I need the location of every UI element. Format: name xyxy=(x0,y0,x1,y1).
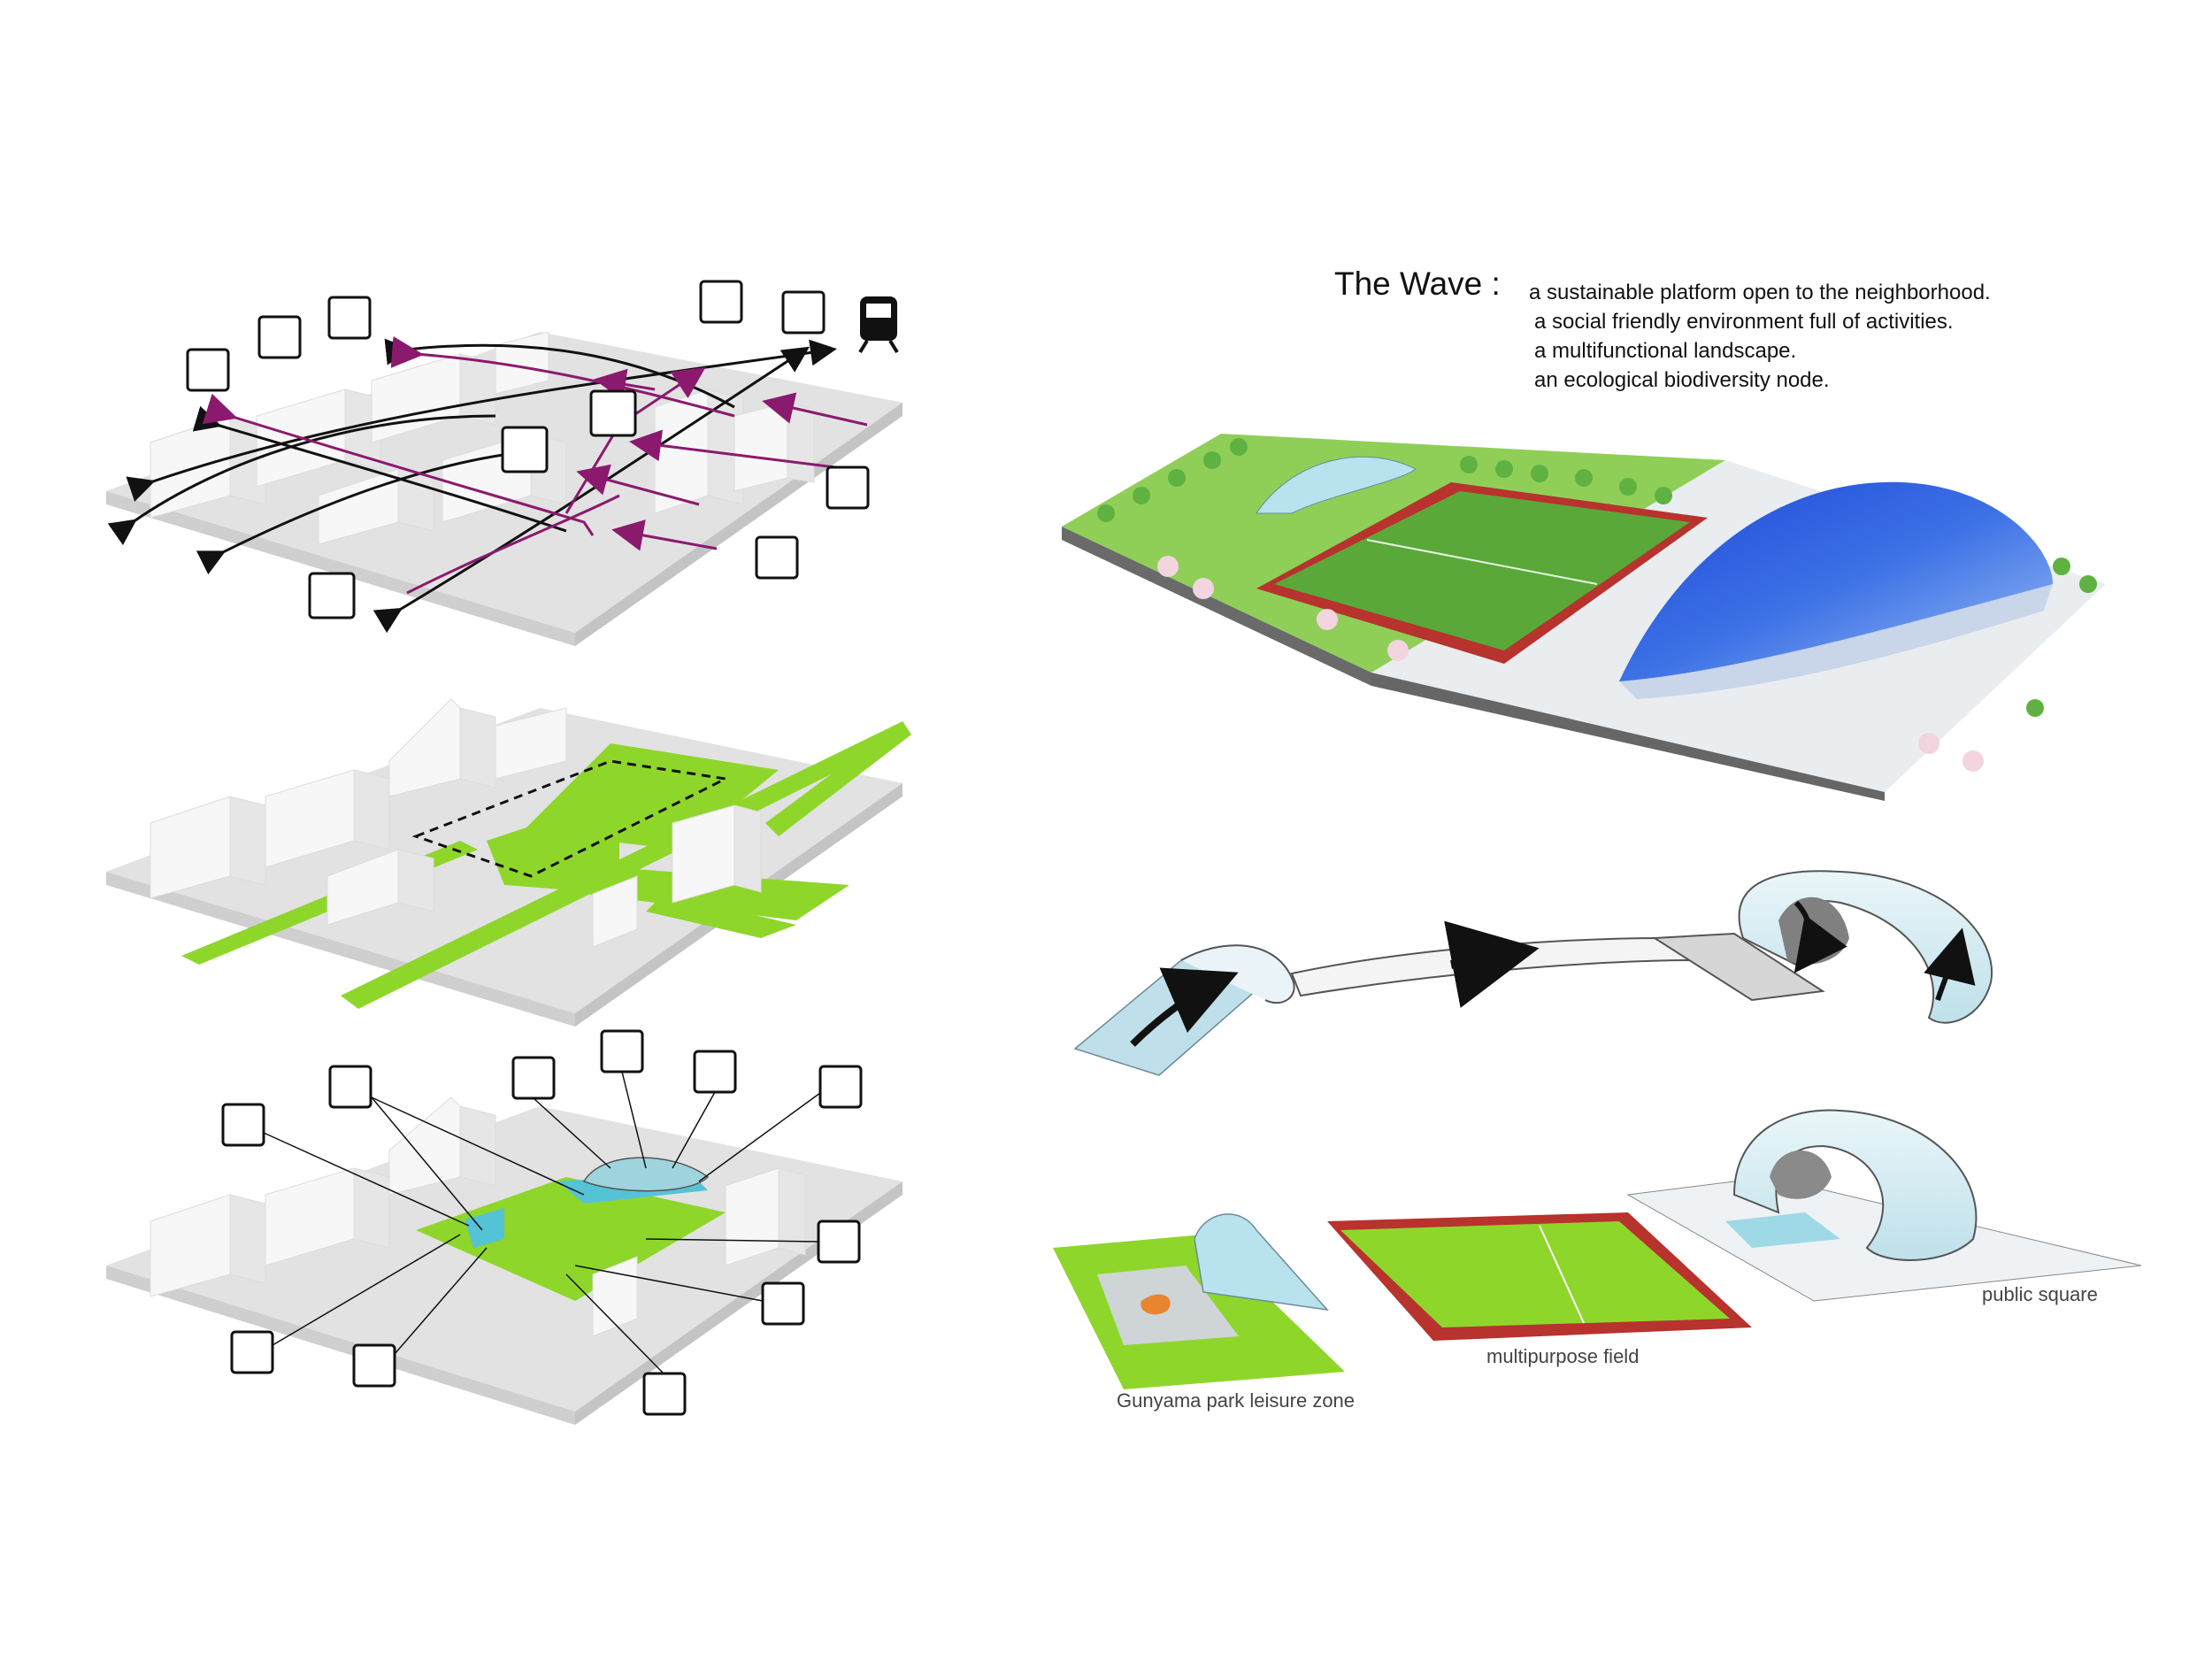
green-network-diagram xyxy=(106,698,911,1027)
label-public-square: public square xyxy=(1982,1283,2098,1305)
wave-roof-mini xyxy=(582,1157,710,1192)
station-sign-icon xyxy=(781,290,826,335)
olympic-rings-icon xyxy=(818,1065,863,1109)
pedestrians-icon xyxy=(308,572,356,619)
trees-icon xyxy=(761,1281,805,1326)
train-icon xyxy=(858,296,899,354)
program-leader-lines xyxy=(263,1071,821,1374)
cafe-icon xyxy=(600,1029,644,1073)
fitness-icon xyxy=(352,1343,396,1388)
climbing-icon xyxy=(642,1372,687,1416)
trees-row xyxy=(1097,438,2097,717)
cafe-icon xyxy=(221,1103,265,1147)
city-blocks-2 xyxy=(150,698,762,948)
cherry-trees xyxy=(1157,556,1984,772)
green-park-field xyxy=(416,1177,726,1301)
swimming-icon xyxy=(693,1050,737,1094)
soccer-pitch xyxy=(1274,491,1690,650)
wifi-icon xyxy=(511,1056,556,1100)
office-building-icon xyxy=(755,535,799,580)
label-leisure-zone: Gunyama park leisure zone xyxy=(1117,1389,1356,1412)
soccer-icon xyxy=(817,1220,861,1264)
movement-icons xyxy=(186,280,870,619)
title-line: a sustainable platform open to the neigh… xyxy=(1529,281,1991,304)
title-line: an ecological biodiversity node. xyxy=(1534,368,1830,392)
city-blocks-3 xyxy=(150,1096,806,1337)
title-line: a multifunctional landscape. xyxy=(1534,339,1797,363)
wave-shell-blue xyxy=(1619,481,2053,681)
office-building-icon xyxy=(186,348,230,392)
multipurpose-pitch xyxy=(1340,1221,1730,1327)
wave-shell-mini xyxy=(1732,1109,1978,1261)
loop-shell xyxy=(1738,870,1993,1024)
shopping-cart-icon xyxy=(327,296,372,340)
trees-icon xyxy=(501,426,549,473)
program-diagram xyxy=(106,1096,902,1425)
title-line: a social friendly environment full of ac… xyxy=(1534,310,1954,334)
site-dashed-boundary xyxy=(411,759,730,878)
pedestrians-icon xyxy=(826,466,870,510)
title-lines: a sustainable platform open to the neigh… xyxy=(1529,278,1991,395)
playground-seesaw-icon xyxy=(328,1065,373,1109)
aerial-render xyxy=(1062,434,2106,801)
zones-render xyxy=(1053,1109,2142,1389)
label-multipurpose-field: multipurpose field xyxy=(1486,1345,1640,1367)
swimming-icon xyxy=(589,389,637,437)
pedestrians-icon xyxy=(699,280,743,324)
circulation-diagram xyxy=(1073,870,1993,1076)
bbq-icon xyxy=(230,1330,274,1374)
title-heading: The Wave : xyxy=(1334,265,1501,302)
pedestrians-icon xyxy=(257,315,302,359)
